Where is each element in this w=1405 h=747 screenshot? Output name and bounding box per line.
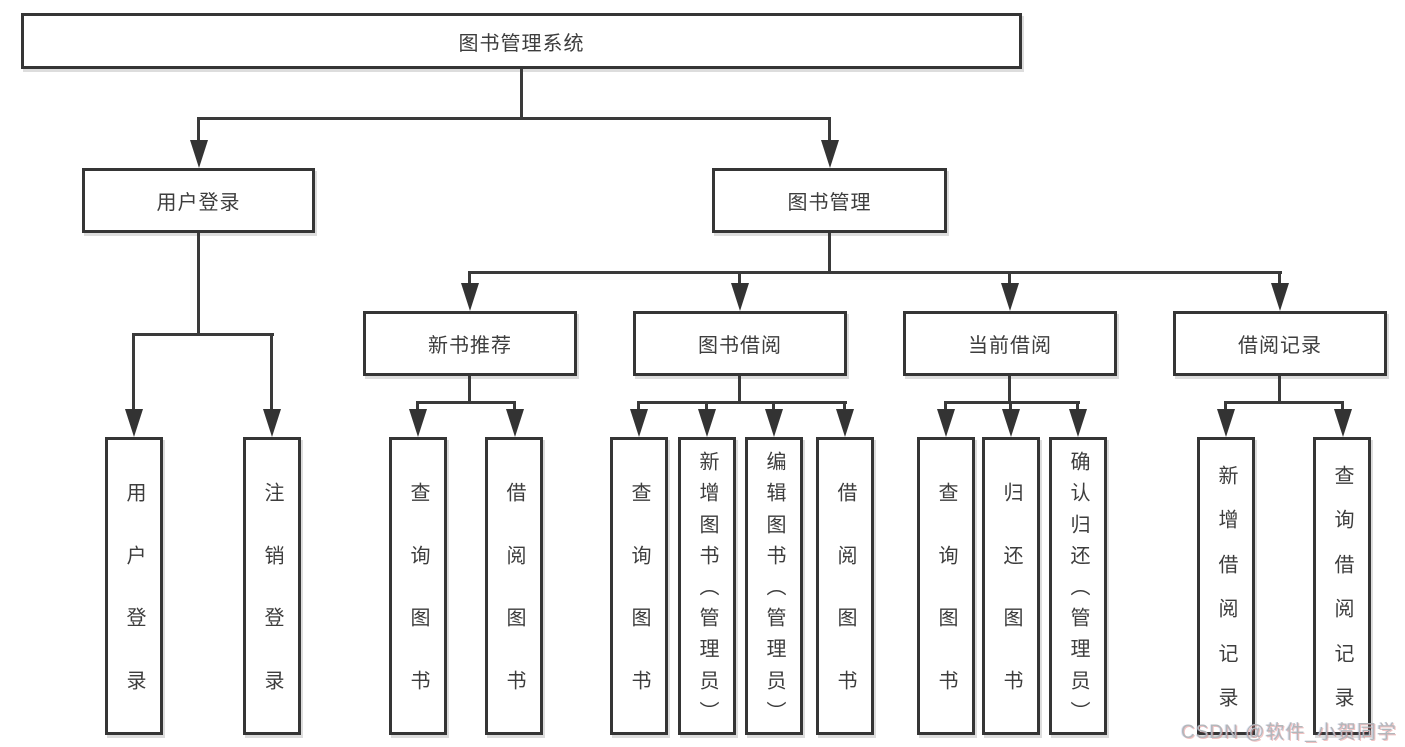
watermark: CSDN @软件_小贺同学: [1181, 722, 1397, 743]
connector-vline: [197, 233, 200, 336]
connector-vline: [1008, 376, 1011, 404]
connector-vline: [637, 401, 640, 412]
connector-hline: [197, 117, 831, 120]
arrow-down-icon: [630, 409, 648, 437]
connector-vline: [828, 233, 831, 274]
leaf-query-books: 查询图书: [917, 437, 975, 735]
leaf-return-books: 归还图书: [982, 437, 1040, 735]
arrow-down-icon: [190, 140, 208, 168]
leaf-query-books: 查询图书: [610, 437, 668, 735]
node-new-book-recommendation: 新书推荐: [363, 311, 577, 376]
arrow-down-icon: [937, 409, 955, 437]
arrow-down-icon: [1271, 283, 1289, 311]
connector-vline: [772, 401, 775, 412]
node-current-borrowing: 当前借阅: [903, 311, 1117, 376]
connector-hline: [416, 401, 516, 404]
connector-vline: [468, 271, 471, 286]
leaf-add-borrow-record: 新增借阅记录: [1197, 437, 1255, 735]
connector-hline: [944, 401, 1080, 404]
arrow-down-icon: [821, 140, 839, 168]
connector-vline: [843, 401, 846, 412]
arrow-down-icon: [1001, 283, 1019, 311]
node-library-management-system: 图书管理系统: [21, 13, 1022, 69]
leaf-edit-books-admin: 编辑图书（管理员）: [745, 437, 803, 735]
connector-vline: [738, 376, 741, 404]
arrow-down-icon: [461, 283, 479, 311]
connector-vline: [1009, 401, 1012, 412]
connector-vline: [197, 117, 200, 143]
node-borrowing-records: 借阅记录: [1173, 311, 1387, 376]
connector-vline: [270, 333, 273, 411]
leaf-borrow-books: 借阅图书: [485, 437, 543, 735]
connector-vline: [705, 401, 708, 412]
arrow-down-icon: [1334, 409, 1352, 437]
connector-vline: [1076, 401, 1079, 412]
arrow-down-icon: [409, 409, 427, 437]
arrow-down-icon: [765, 409, 783, 437]
leaf-query-books: 查询图书: [389, 437, 447, 735]
leaf-query-borrow-record: 查询借阅记录: [1313, 437, 1371, 735]
connector-vline: [416, 401, 419, 412]
leaf-borrow-books: 借阅图书: [816, 437, 874, 735]
leaf-confirm-return-admin: 确认归还（管理员）: [1049, 437, 1107, 735]
node-book-borrowing: 图书借阅: [633, 311, 847, 376]
arrow-down-icon: [263, 409, 281, 437]
connector-hline: [468, 271, 1282, 274]
connector-hline: [1224, 401, 1344, 404]
connector-vline: [1008, 271, 1011, 286]
arrow-down-icon: [731, 283, 749, 311]
arrow-down-icon: [1217, 409, 1235, 437]
connector-hline: [637, 401, 847, 404]
arrow-down-icon: [836, 409, 854, 437]
connector-vline: [1278, 376, 1281, 404]
connector-vline: [944, 401, 947, 412]
arrow-down-icon: [698, 409, 716, 437]
connector-hline: [132, 333, 274, 336]
node-book-management: 图书管理: [712, 168, 947, 233]
leaf-logout: 注销登录: [243, 437, 301, 735]
connector-vline: [513, 401, 516, 412]
node-user-login: 用户登录: [82, 168, 315, 233]
connector-vline: [1278, 271, 1281, 286]
connector-vline: [1341, 401, 1344, 412]
leaf-user-login: 用户登录: [105, 437, 163, 735]
arrow-down-icon: [125, 409, 143, 437]
connector-vline: [1224, 401, 1227, 412]
connector-vline: [828, 117, 831, 143]
arrow-down-icon: [1002, 409, 1020, 437]
arrow-down-icon: [1069, 409, 1087, 437]
connector-vline: [738, 271, 741, 286]
arrow-down-icon: [506, 409, 524, 437]
leaf-add-books-admin: 新增图书（管理员）: [678, 437, 736, 735]
connector-vline: [468, 376, 471, 404]
connector-vline: [520, 69, 523, 119]
connector-vline: [132, 333, 135, 411]
